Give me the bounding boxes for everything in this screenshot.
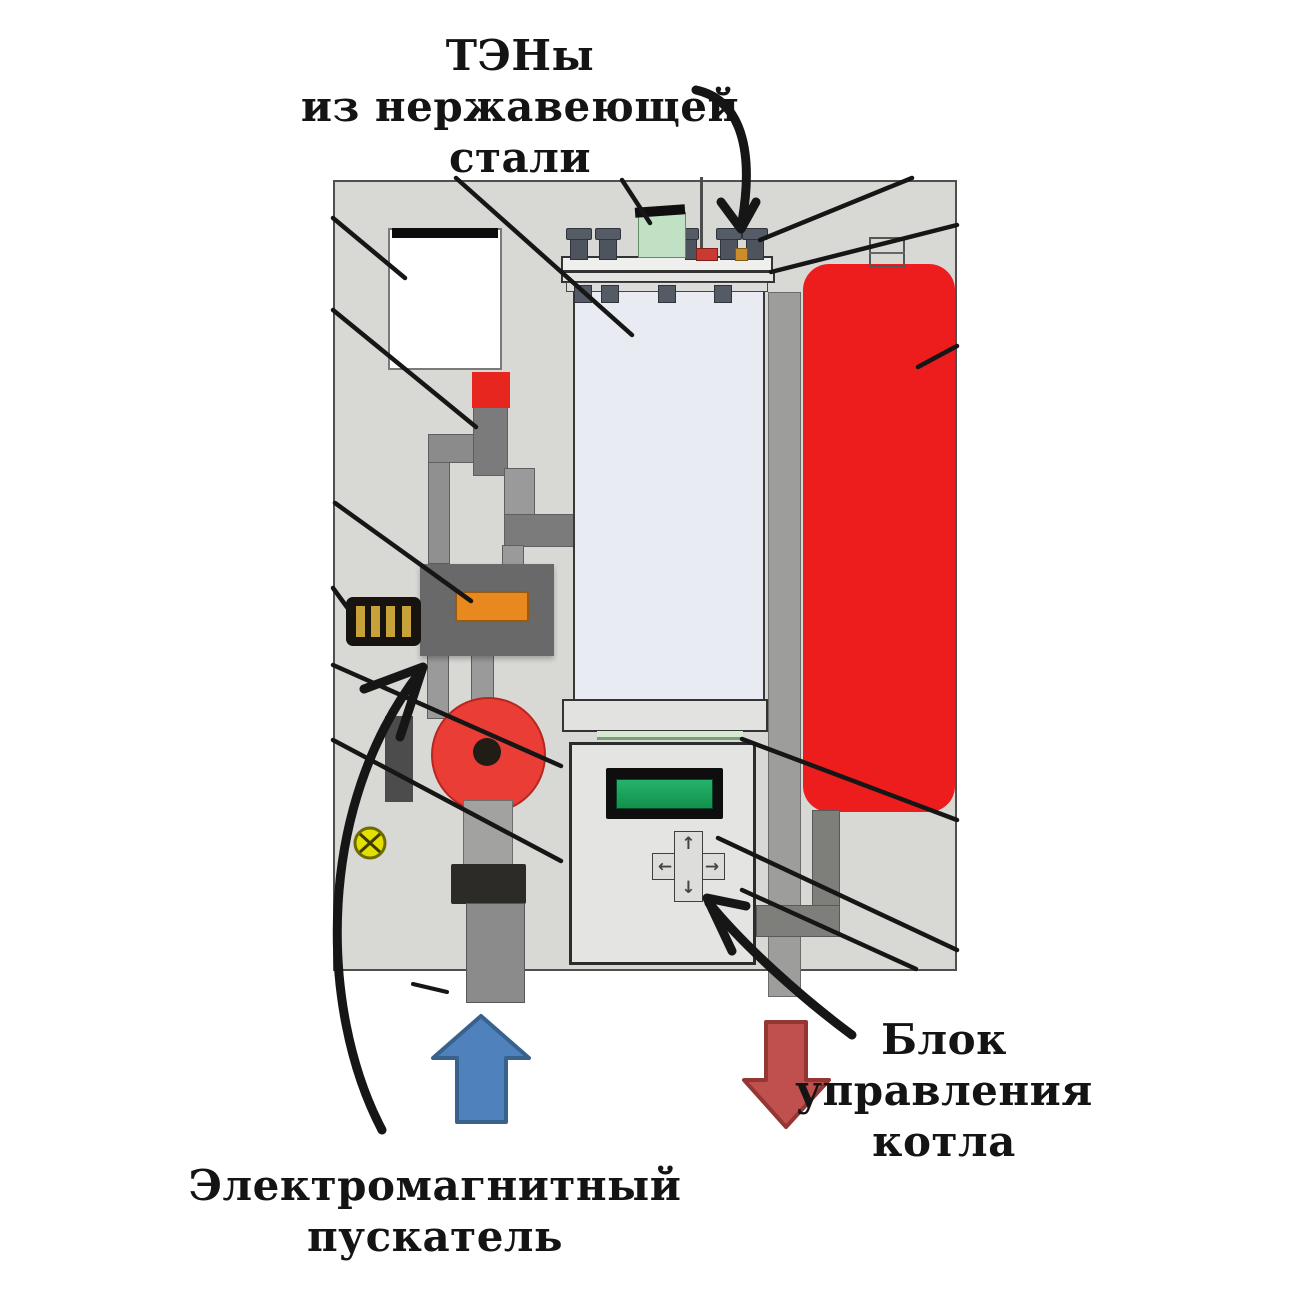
flange-nut-icon (574, 285, 592, 303)
small-red-terminal (696, 248, 718, 261)
mounting-bar (385, 716, 413, 802)
pump-outlet-neck (463, 800, 513, 867)
keypad-left-icon: ← (657, 857, 673, 877)
junction-box-top-band (392, 228, 498, 238)
starter-label: Электромагнитный пускатель (185, 1160, 685, 1262)
control-board-edge (597, 731, 743, 740)
starter-label-line: Электромагнитный (188, 1161, 682, 1210)
heating-elements-label-line: стали (448, 133, 592, 182)
flange-nut-icon (658, 285, 676, 303)
heating-elements-label-line: ТЭНы (445, 31, 595, 80)
pipe-step (504, 468, 535, 518)
control-unit-label-line: Блок (881, 1015, 1007, 1064)
control-unit-label-line: котла (872, 1117, 1016, 1166)
green-terminal-cover (638, 212, 686, 258)
pump-hub (473, 738, 501, 766)
white-junction-box (388, 228, 502, 370)
control-unit-label-line: управления (795, 1066, 1093, 1115)
pipe-union-black (451, 864, 526, 904)
expansion-tank-bracket-line (869, 252, 905, 254)
heating-tank (573, 288, 765, 702)
pipe-to-tank (504, 514, 575, 547)
pipe-elbow-horizontal (428, 434, 477, 463)
terminal-pin-icon (356, 606, 365, 637)
inlet-pipe (466, 903, 525, 1003)
tank-outlet-elbow-horizontal (756, 905, 840, 937)
terminal-pin-icon (402, 606, 411, 637)
control-unit-label: Блок управления котла (694, 1014, 1194, 1167)
starter-label-line: пускатель (306, 1212, 564, 1261)
terminal-pin-icon (386, 606, 395, 637)
pipe-below-contactor-left (427, 653, 449, 719)
lcd-screen (616, 779, 713, 809)
keypad-up-icon: ↑ (681, 834, 696, 854)
flange-nut-icon (714, 285, 732, 303)
right-vertical-pipe (768, 292, 801, 997)
pipe-tick-line (411, 982, 449, 994)
keypad-vertical-bar (674, 831, 703, 902)
ten-bolt-icon (746, 239, 764, 260)
tank-bottom-flange (562, 699, 768, 732)
ten-bolt-icon (599, 239, 617, 260)
keypad-right-icon: → (704, 857, 720, 877)
expansion-tank (803, 264, 955, 812)
inlet-flow-up-arrow-icon (431, 1014, 531, 1124)
heating-elements-label-line: из нержавеющей (300, 82, 740, 131)
keypad-down-icon: ↓ (681, 878, 696, 898)
red-valve-cap (472, 372, 510, 408)
terminal-pin-icon (371, 606, 380, 637)
heating-elements-label: ТЭНы из нержавеющей стали (270, 30, 770, 183)
contactor-orange-indicator (455, 591, 529, 622)
ten-bolt-icon (570, 239, 588, 260)
small-orange-terminal (735, 248, 748, 261)
sensor-wire (700, 177, 703, 255)
pipe-riser (473, 406, 508, 476)
flange-nut-icon (601, 285, 619, 303)
